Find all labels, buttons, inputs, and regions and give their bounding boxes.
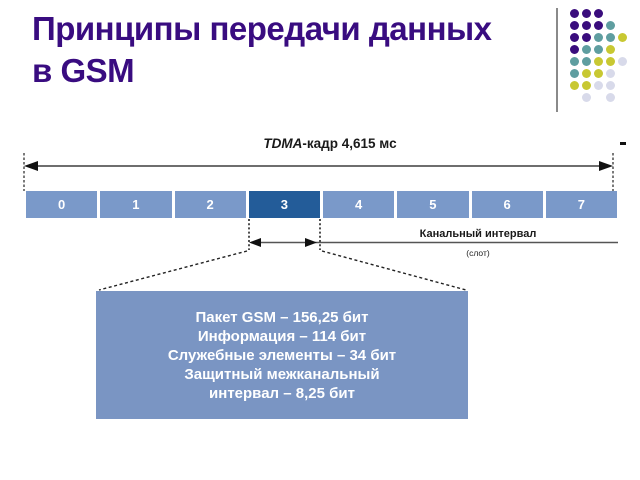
- channel-interval-label: Канальный интервал: [419, 228, 537, 240]
- decor-dot: [618, 57, 627, 66]
- tdma-frame-label-abbrev: TDMA: [263, 136, 303, 151]
- decor-dot: [582, 9, 591, 18]
- channel-interval-sublabel: (слот): [466, 248, 490, 258]
- slot-arrowhead-right: [305, 238, 317, 247]
- decor-dot: [570, 45, 579, 54]
- packet-info-line: Пакет GSM – 156,25 бит: [195, 308, 369, 326]
- packet-info-line: Информация – 114 бит: [197, 327, 367, 345]
- tdma-frame-arrowhead-left: [24, 161, 38, 171]
- decor-dot: [606, 81, 615, 90]
- packet-info-line: Служебные элементы – 34 бит: [167, 346, 397, 364]
- decor-dot: [606, 21, 615, 30]
- decor-dot: [606, 69, 615, 78]
- decor-dot: [570, 57, 579, 66]
- tdma-frame-label-duration: -кадр 4,615 мс: [302, 136, 397, 151]
- tdma-slot-7: 7: [545, 191, 617, 218]
- decor-dot: [582, 45, 591, 54]
- decor-dot: [582, 81, 591, 90]
- decor-dot: [594, 21, 603, 30]
- tdma-slot-3: 3: [248, 191, 320, 218]
- decor-dot-pattern: [570, 9, 634, 109]
- decor-dot: [582, 69, 591, 78]
- zoom-diagonal-left-dashed-line: [98, 250, 248, 291]
- tdma-slot-0: 0: [26, 191, 98, 218]
- tdma-slot-5: 5: [397, 191, 469, 218]
- packet-info-line: интервал – 8,25 бит: [209, 384, 355, 402]
- decor-vertical-rule: [556, 8, 558, 112]
- decor-dash-mark: [620, 142, 626, 145]
- decor-dot: [570, 9, 579, 18]
- decor-dot: [570, 21, 579, 30]
- slide-title-line2: в GSM: [32, 52, 135, 89]
- decor-dot: [594, 81, 603, 90]
- decor-dot: [594, 9, 603, 18]
- slot-arrowhead-left: [249, 238, 261, 247]
- decor-dot: [606, 45, 615, 54]
- tdma-slot-1: 1: [100, 191, 172, 218]
- decor-dot: [582, 57, 591, 66]
- tdma-slot-2: 2: [174, 191, 246, 218]
- decor-dot: [582, 21, 591, 30]
- tdma-frame-arrowhead-right: [599, 161, 613, 171]
- decor-dot: [606, 57, 615, 66]
- tdma-frame-label: TDMA-кадр 4,615 мс: [230, 136, 430, 151]
- decor-dot: [594, 33, 603, 42]
- decor-dot: [570, 69, 579, 78]
- decor-dot: [594, 45, 603, 54]
- tdma-slot-6: 6: [471, 191, 543, 218]
- decor-dot: [618, 33, 627, 42]
- decor-dot: [594, 57, 603, 66]
- slide-title: Принципы передачи данных в GSM: [32, 8, 552, 92]
- packet-info-line: Защитный межканальный: [184, 365, 380, 383]
- decor-dot: [570, 81, 579, 90]
- tdma-slot-4: 4: [323, 191, 395, 218]
- decor-dot: [582, 33, 591, 42]
- decor-dot: [606, 93, 615, 102]
- decor-dot: [570, 33, 579, 42]
- decor-dot: [594, 69, 603, 78]
- slide-title-line1: Принципы передачи данных: [32, 10, 492, 47]
- decor-dot: [606, 33, 615, 42]
- decor-dot: [582, 93, 591, 102]
